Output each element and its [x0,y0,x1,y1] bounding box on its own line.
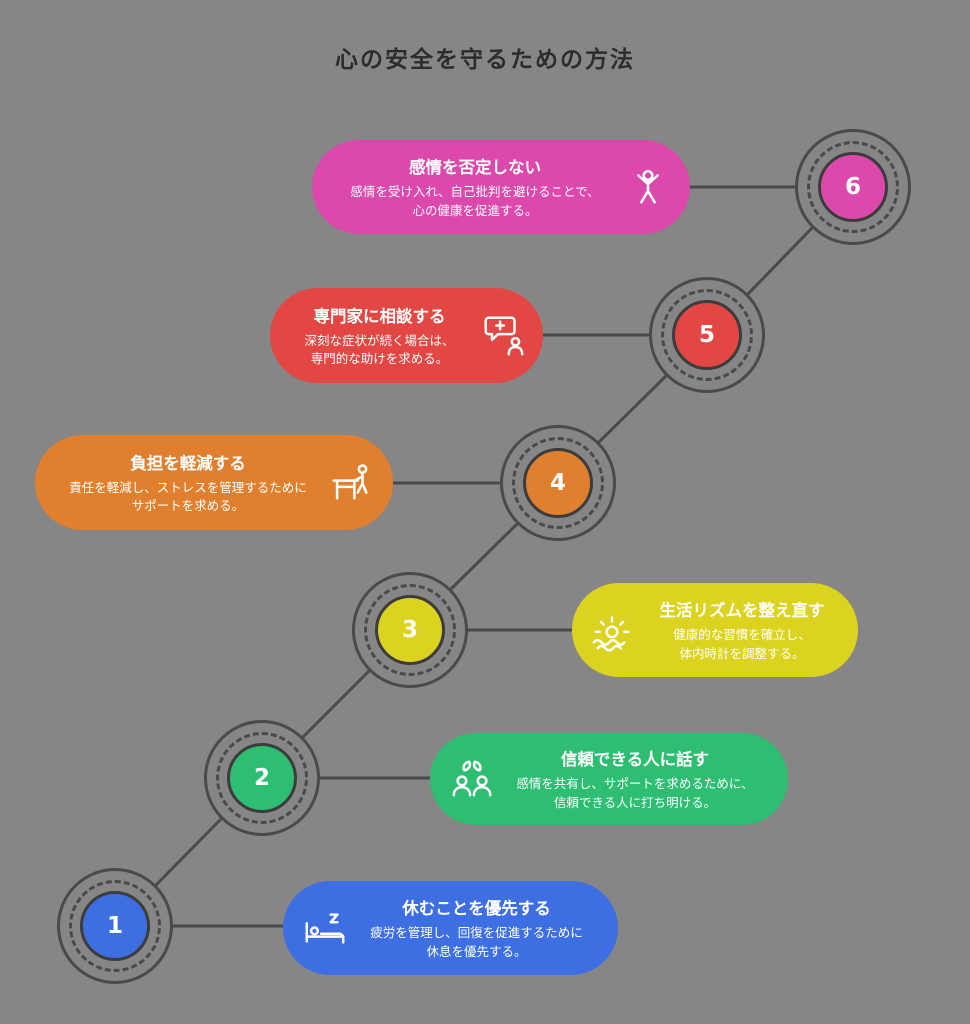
step-6-description: 感情を受け入れ、自己批判を避けることで、 心の健康を促進する。 [350,184,600,218]
step-4-title: 負担を軽減する [130,453,246,473]
step-6-title: 感情を否定しない [409,158,541,178]
step-1-description: 疲労を管理し、回復を促進するために 休息を優先する。 [370,925,583,959]
step-4-number: 4 [523,448,593,518]
step-1-dashed-ring: 1 [69,880,161,972]
step-3-card: 生活リズムを整え直す 健康的な習慣を確立し、 体内時計を調整する。 [572,583,858,677]
step-4-circle: 4 [500,425,616,541]
step-6-card: 感情を否定しない 感情を受け入れ、自己批判を避けることで、 心の健康を促進する。 [312,140,690,234]
step-5-description: 深刻な症状が続く場合は、 専門的な助けを求める。 [304,332,455,366]
step-1-number: 1 [80,891,150,961]
desk-person-icon [327,460,375,506]
step-6-dashed-ring: 6 [807,141,899,233]
medical-chat-icon [479,313,527,359]
step-4-description: 責任を軽減し、ストレスを管理するために サポートを求める。 [69,479,307,513]
step-2-card: 信頼できる人に話す 感情を共有し、サポートを求めるために、 信頼できる人に打ち明… [430,733,788,825]
step-3-title: 生活リズムを整え直す [659,601,825,621]
step-3-circle: 3 [352,572,468,688]
page-title: 心の安全を守るための方法 [335,47,635,73]
step-2-circle: 2 [204,720,320,836]
sunrise-icon [588,607,636,653]
step-5-title: 専門家に相談する [313,306,446,326]
step-1-title: 休むことを優先する [402,899,551,919]
step-1-card: 休むことを優先する 疲労を管理し、回復を促進するために 休息を優先する。 [283,881,618,975]
step-6-number: 6 [818,152,888,222]
step-2-number: 2 [227,743,297,813]
sleeping-bed-icon [301,905,349,951]
step-5-dashed-ring: 5 [661,289,753,381]
step-2-description: 感情を共有し、サポートを求めるために、 信頼できる人に打ち明ける。 [516,776,754,810]
step-3-description: 健康的な習慣を確立し、 体内時計を調整する。 [673,627,811,661]
step-3-dashed-ring: 3 [364,584,456,676]
cheering-person-icon [624,164,672,210]
step-4-dashed-ring: 4 [512,437,604,529]
step-2-title: 信頼できる人に話す [560,750,710,770]
step-5-circle: 5 [649,277,765,393]
step-1-circle: 1 [57,868,173,984]
step-2-dashed-ring: 2 [216,732,308,824]
talking-people-icon [448,756,496,802]
step-5-number: 5 [672,300,742,370]
step-4-card: 負担を軽減する 責任を軽減し、ストレスを管理するために サポートを求める。 [35,435,393,530]
step-5-card: 専門家に相談する 深刻な症状が続く場合は、 専門的な助けを求める。 [270,288,543,383]
step-3-number: 3 [375,595,445,665]
step-6-circle: 6 [795,129,911,245]
